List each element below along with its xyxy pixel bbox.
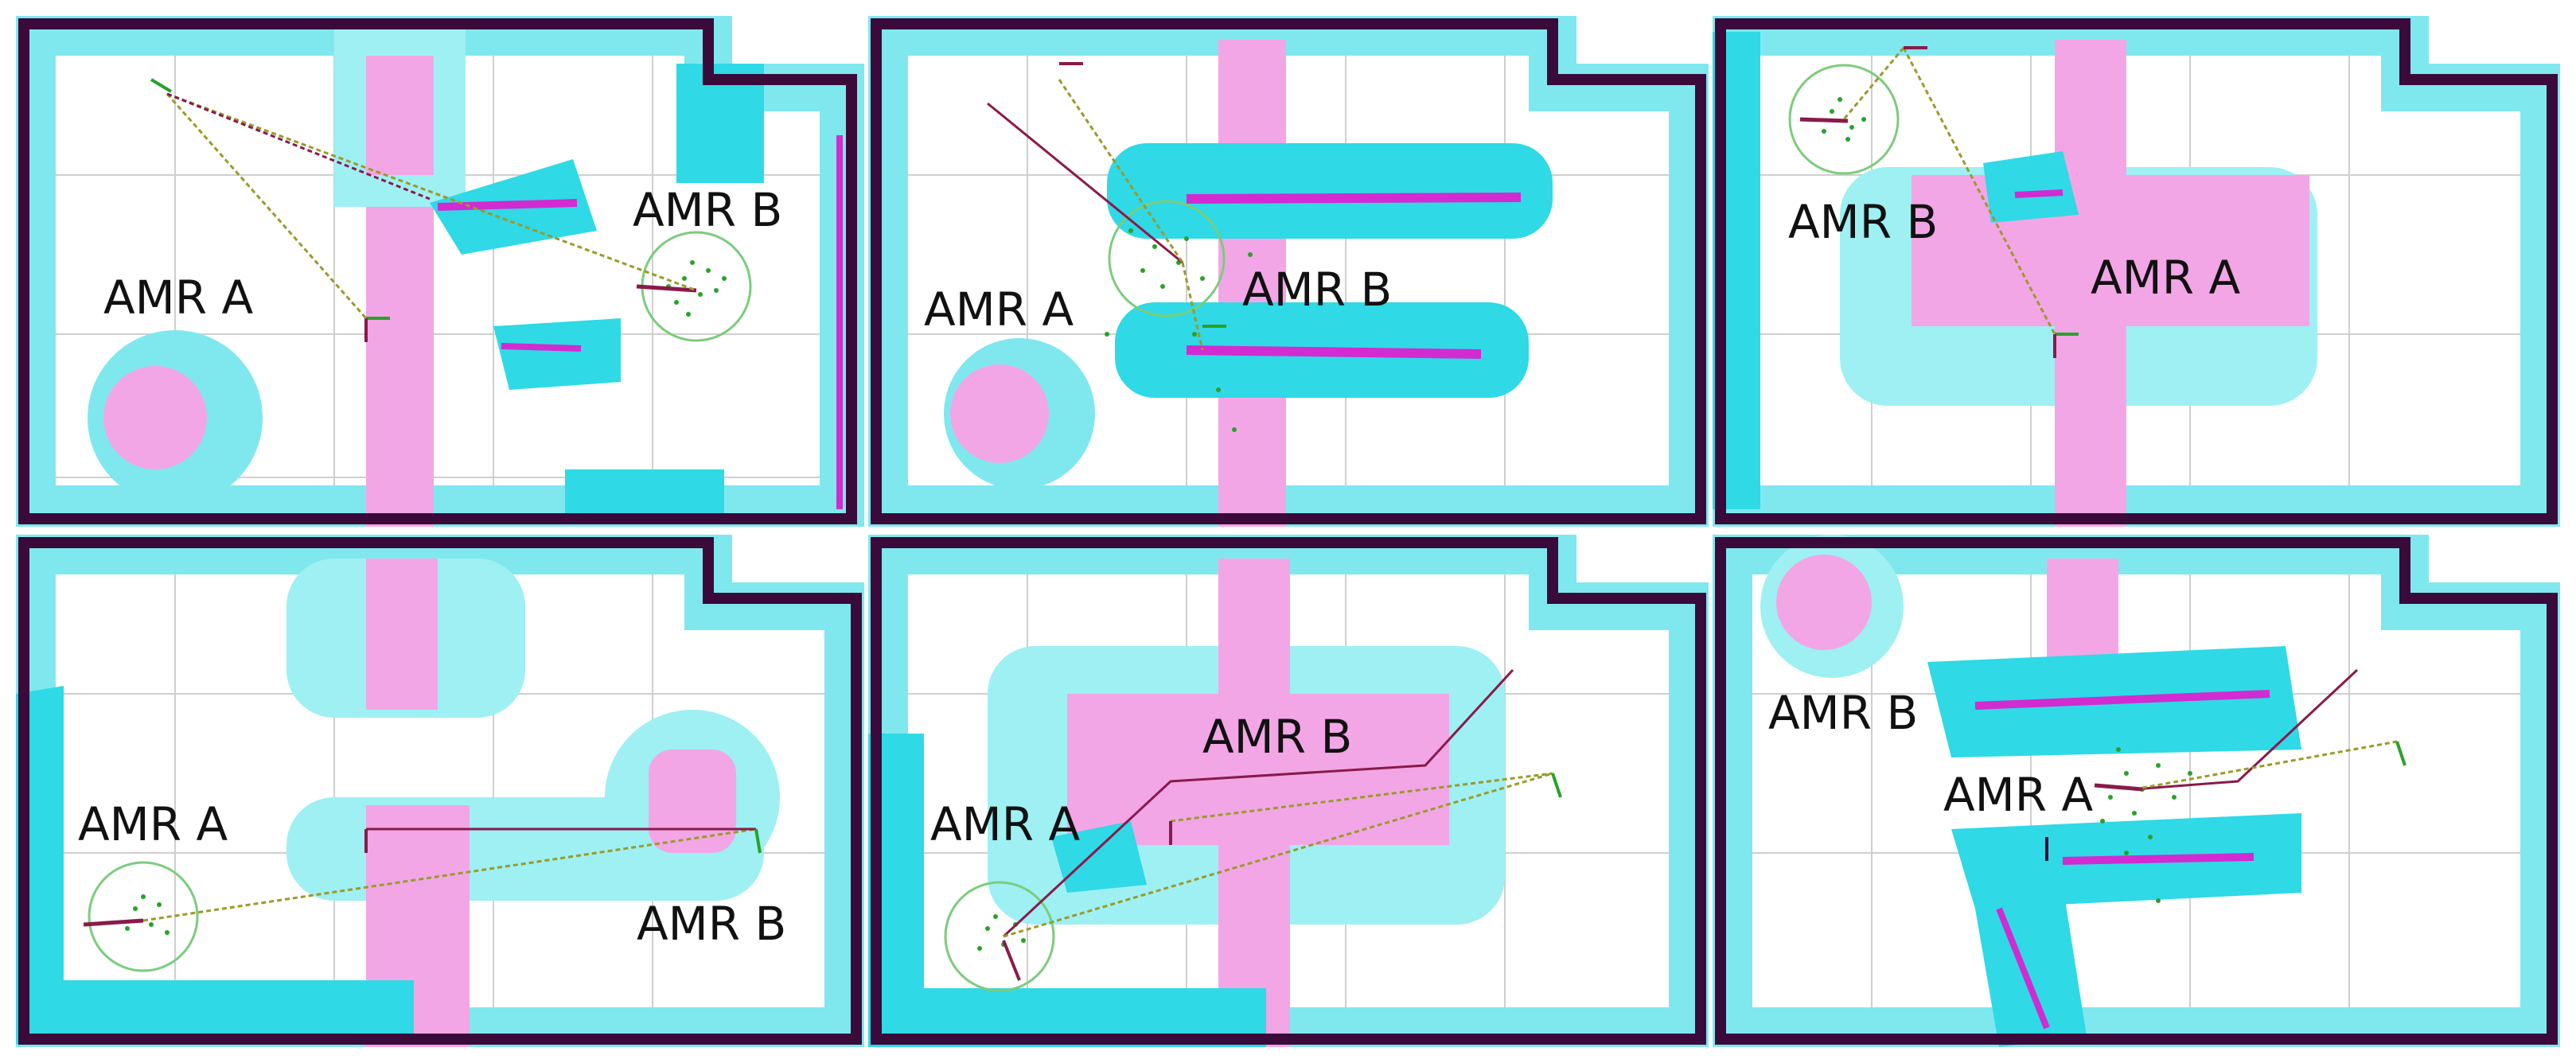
pillar-obstacle [1218, 40, 1286, 527]
particles [1105, 228, 1253, 432]
amr-b-label: AMR B [1202, 710, 1353, 764]
round-obstacle [103, 366, 207, 469]
occupancy-map [1713, 535, 2560, 1047]
map-walls [18, 537, 862, 1045]
amr-b-label: AMR B [1788, 195, 1939, 249]
shelf-costmap [1107, 143, 1553, 239]
center-obstacle [1912, 175, 2309, 326]
planned-paths [142, 827, 757, 922]
map-walls [871, 537, 1706, 1045]
planned-paths [1842, 47, 2056, 335]
map-walls [18, 18, 857, 524]
map-panel-2: AMR A AMR B [868, 16, 1709, 527]
occupancy-map [1713, 16, 2560, 527]
map-panel-5: AMR A AMR B [868, 535, 1709, 1047]
amr-a-particles [977, 914, 1026, 951]
amr-a-label: AMR A [930, 797, 1081, 851]
planned-paths [1002, 668, 1553, 938]
amr-b-label: AMR B [1768, 686, 1919, 740]
occupancy-map [868, 16, 1709, 527]
map-panel-6: AMR B AMR A [1713, 535, 2560, 1047]
round-obstacle [649, 750, 736, 853]
planned-paths [987, 79, 1204, 351]
amr-b-particles [1822, 97, 1866, 142]
amr-b-label: AMR B [1242, 263, 1393, 317]
occupancy-map [16, 16, 864, 527]
occupancy-map [16, 535, 864, 1047]
planned-paths [2134, 668, 2398, 791]
amr-a-covariance [88, 861, 199, 972]
amr-a-label: AMR A [1943, 768, 2094, 822]
amr-a-particles [125, 894, 170, 935]
map-panel-1: AMR A AMR B [16, 16, 864, 527]
amr-a-label: AMR A [103, 271, 254, 325]
occupancy-map [868, 535, 1709, 1047]
amr-b-label: AMR B [633, 183, 783, 237]
round-obstacle [950, 364, 1049, 463]
map-walls [1715, 537, 2558, 1045]
map-panel-3: AMR B AMR A [1713, 16, 2560, 527]
amr-a-label: AMR A [924, 282, 1074, 337]
map-walls [871, 18, 1706, 524]
pillar-obstacle [366, 559, 438, 710]
goal-marker [150, 78, 390, 320]
amr-a-label: AMR A [78, 797, 228, 851]
amr-a-covariance [944, 881, 1055, 992]
amr-b-covariance [1788, 64, 1900, 175]
amr-a-label: AMR A [2091, 251, 2241, 305]
round-obstacle [1776, 555, 1872, 650]
amr-covariance [1108, 200, 1226, 317]
map-panel-4: AMR A AMR B [16, 535, 864, 1047]
pillar-obstacle [366, 40, 434, 527]
particles [2100, 747, 2192, 903]
amr-b-label: AMR B [637, 897, 787, 951]
map-walls [1715, 18, 2558, 524]
planned-paths [166, 92, 697, 319]
